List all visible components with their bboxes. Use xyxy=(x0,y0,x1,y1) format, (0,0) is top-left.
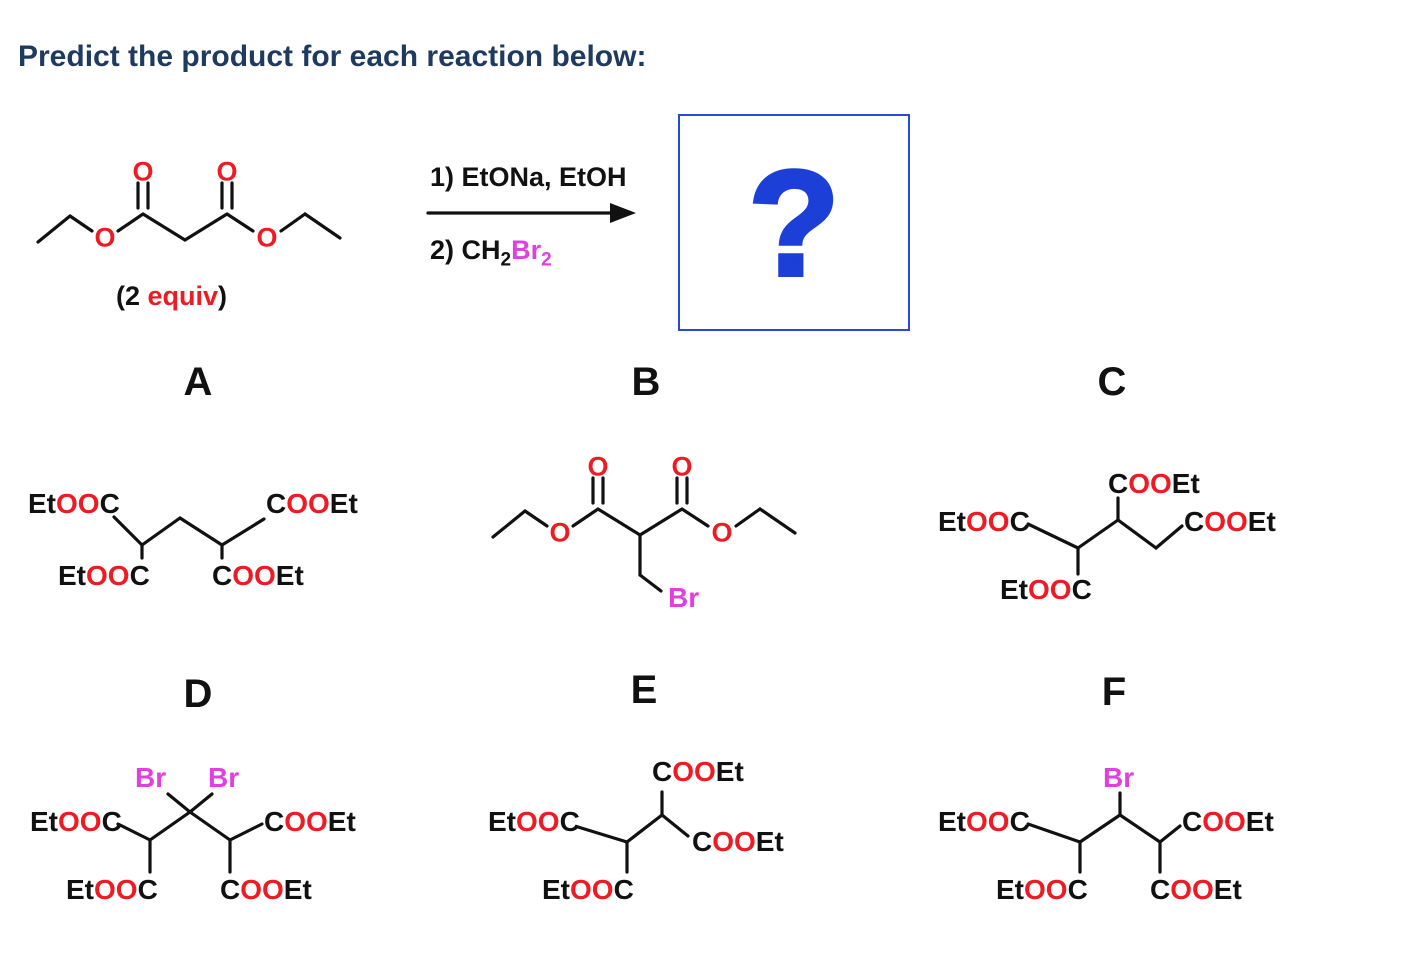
option-f-letter: F xyxy=(1101,670,1127,714)
bromine-atom: Br xyxy=(208,762,240,793)
option-b-letter: B xyxy=(631,360,661,404)
ester-label-etooc: EtOOC xyxy=(996,874,1088,905)
ester-label-cooet: COOEt xyxy=(692,826,784,857)
ester-label-etooc: EtOOC xyxy=(938,506,1030,537)
option-c-letter: C xyxy=(1097,360,1127,404)
reaction-arrow xyxy=(426,203,636,223)
oxygen-atom: O xyxy=(132,156,154,187)
equivalents-note: (2 equiv) xyxy=(116,281,228,311)
oxygen-atom: O xyxy=(587,451,609,482)
oxygen-atom: O xyxy=(256,222,278,253)
ester-label-cooet: COOEt xyxy=(264,806,356,837)
product-answer-box[interactable]: ? xyxy=(678,114,910,331)
oxygen-atom: O xyxy=(216,156,238,187)
question-mark: ? xyxy=(746,138,842,307)
structure-f-bonds xyxy=(1026,791,1182,874)
ester-label-cooet: COOEt xyxy=(212,560,304,591)
ester-label-etooc: EtOOC xyxy=(30,806,122,837)
structure-d-bonds xyxy=(116,792,264,874)
structure-b-bonds xyxy=(491,476,797,593)
oxygen-atom: O xyxy=(549,517,571,548)
ester-label-cooet: COOEt xyxy=(1182,806,1274,837)
ester-label-etooc: EtOOC xyxy=(66,874,158,905)
condition-step-1: 1) EtONa, EtOH xyxy=(430,162,627,192)
ester-label-etooc: EtOOC xyxy=(938,806,1030,837)
page-title: Predict the product for each reaction be… xyxy=(18,40,647,73)
ester-label-cooet: COOEt xyxy=(220,874,312,905)
ester-label-etooc: EtOOC xyxy=(58,560,150,591)
bromine-atom: Br xyxy=(668,582,700,613)
oxygen-atom: O xyxy=(711,517,733,548)
structure-c-bonds xyxy=(1026,496,1184,576)
oxygen-atom: O xyxy=(671,451,693,482)
condition-step-2: 2) CH2Br2 xyxy=(430,235,552,271)
option-e-letter: E xyxy=(630,668,658,712)
structure-a-bonds xyxy=(112,515,266,560)
ester-label-etooc: EtOOC xyxy=(28,488,120,519)
bromine-atom: Br xyxy=(135,762,167,793)
option-a-letter: A xyxy=(183,360,213,404)
diethyl-malonate-structure xyxy=(36,181,342,244)
ester-label-etooc: EtOOC xyxy=(542,874,634,905)
ester-label-cooet: COOEt xyxy=(652,756,744,787)
ester-label-cooet: COOEt xyxy=(1184,506,1276,537)
ester-label-etooc: EtOOC xyxy=(1000,574,1092,605)
ester-label-cooet: COOEt xyxy=(1150,874,1242,905)
oxygen-atom: O xyxy=(94,222,116,253)
ester-label-cooet: COOEt xyxy=(1108,468,1200,499)
ester-label-etooc: EtOOC xyxy=(488,806,580,837)
structure-e-bonds xyxy=(576,790,690,874)
option-d-letter: D xyxy=(183,672,213,716)
ester-label-cooet: COOEt xyxy=(266,488,358,519)
bromine-atom: Br xyxy=(1103,762,1135,793)
